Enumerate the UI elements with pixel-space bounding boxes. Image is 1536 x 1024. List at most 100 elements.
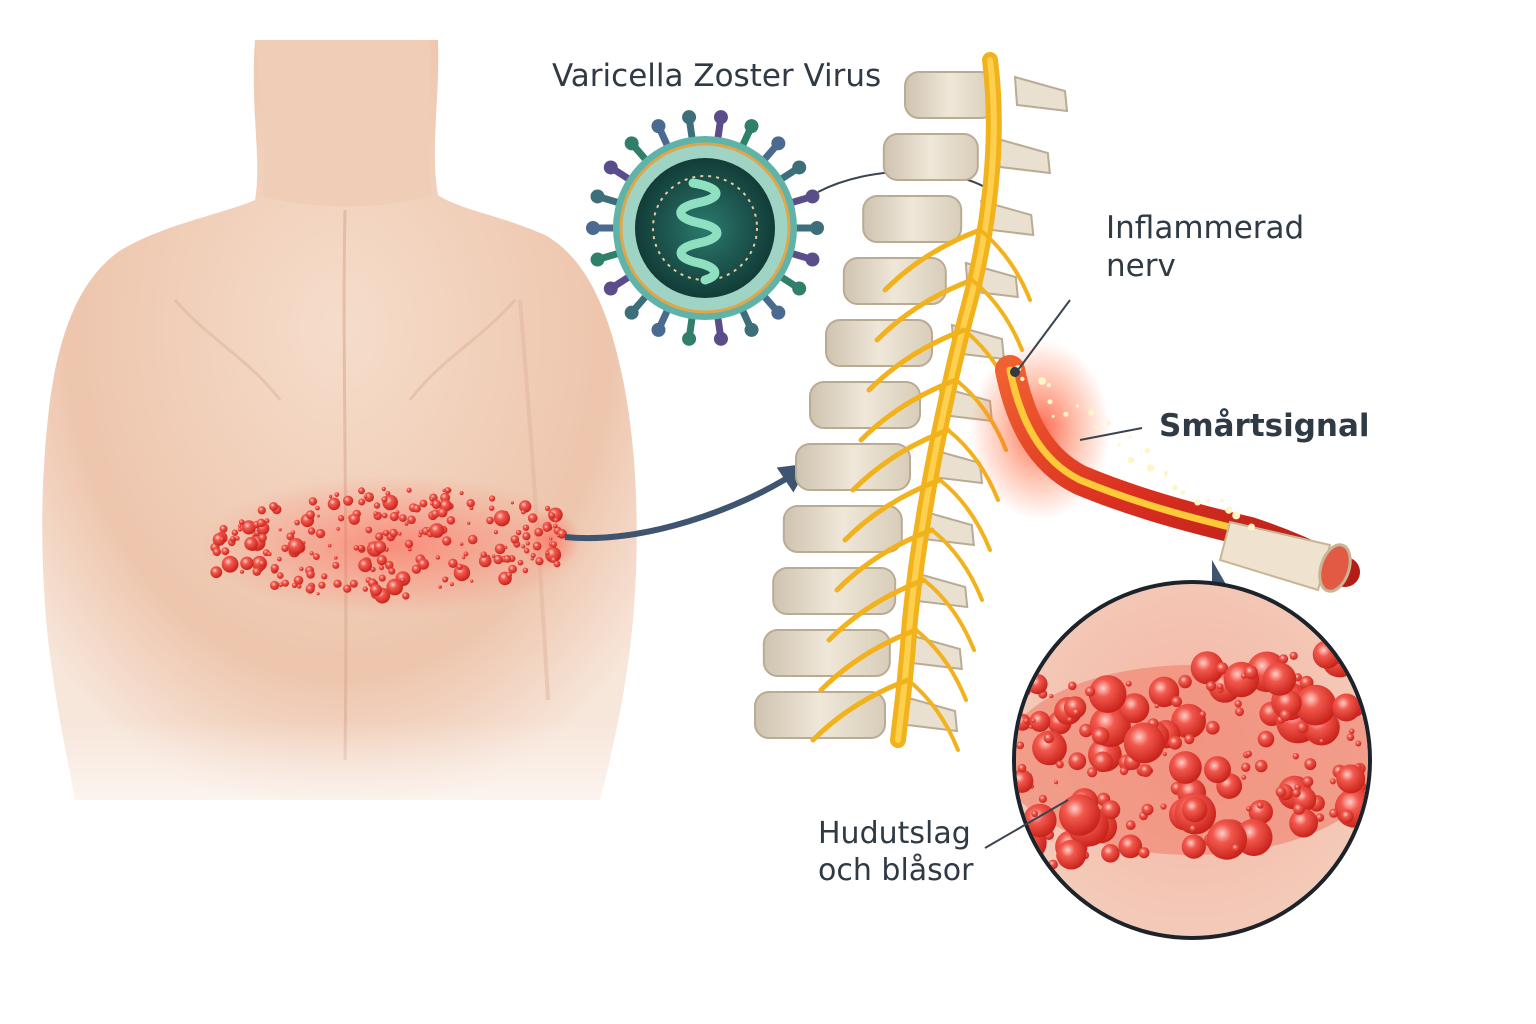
zoom-blister bbox=[1028, 724, 1033, 729]
rash-blister bbox=[373, 502, 381, 509]
rash-blister bbox=[376, 555, 387, 566]
zoom-blister bbox=[1168, 735, 1182, 750]
rash-blister bbox=[353, 545, 360, 551]
zoom-blister bbox=[1088, 675, 1127, 713]
pain-sparkle bbox=[1093, 424, 1098, 430]
rash-blister bbox=[296, 584, 302, 589]
rash-blister bbox=[542, 523, 551, 532]
zoom-blister bbox=[1063, 696, 1087, 719]
virus-spike-tip bbox=[805, 189, 820, 204]
rash-blister bbox=[307, 527, 316, 535]
rash-blister bbox=[385, 491, 391, 496]
rash-blister bbox=[281, 544, 289, 552]
zoom-blister bbox=[1123, 722, 1165, 764]
zoom-blister bbox=[1067, 717, 1073, 723]
virus-spike-tip bbox=[713, 110, 728, 125]
zoom-blister bbox=[1017, 763, 1027, 773]
rash-blister bbox=[358, 498, 366, 506]
rash-blister bbox=[219, 537, 224, 542]
virus-spike-tip bbox=[805, 252, 820, 267]
zoom-blister bbox=[1029, 710, 1051, 732]
rash-blister bbox=[343, 584, 352, 593]
virus-label-text: Varicella Zoster Virus bbox=[552, 58, 882, 94]
zoom-blister bbox=[1329, 808, 1339, 818]
zoom-blister bbox=[1329, 778, 1336, 785]
nerve-branch bbox=[874, 277, 975, 343]
pain-sparkle bbox=[1063, 411, 1069, 417]
zoom-blister bbox=[1204, 756, 1231, 784]
rash-blister bbox=[386, 578, 404, 596]
zoom-blister bbox=[1275, 786, 1287, 798]
zoom-blister bbox=[1016, 741, 1025, 750]
virus-spike-tip bbox=[590, 252, 605, 267]
zoom-blister bbox=[1119, 693, 1150, 724]
nerve-branch bbox=[978, 228, 1032, 302]
rash-blister bbox=[299, 566, 304, 571]
pain-sparkle bbox=[1047, 399, 1053, 405]
inflamed-nerve-label: Inflammerad nerv bbox=[1106, 210, 1304, 286]
rash-blister bbox=[332, 561, 340, 569]
rash-blister bbox=[553, 517, 559, 523]
rash-blister bbox=[456, 563, 463, 570]
rash-blister bbox=[399, 514, 407, 522]
zoom-blister bbox=[1349, 728, 1355, 735]
rash-blister bbox=[235, 536, 240, 541]
rash-blister bbox=[257, 506, 266, 515]
rash-blister bbox=[522, 524, 530, 531]
rash-blister bbox=[419, 499, 428, 508]
rash-blister bbox=[258, 559, 266, 567]
zoom-blister bbox=[1058, 794, 1101, 836]
back-rash bbox=[200, 475, 590, 615]
nerve-branch bbox=[922, 578, 976, 652]
zoom-blister bbox=[1245, 750, 1253, 757]
rash-blister bbox=[442, 536, 452, 546]
pain-sparkle bbox=[1194, 499, 1201, 506]
rash-blister bbox=[368, 547, 372, 551]
rash-blister bbox=[407, 515, 416, 525]
rash-blister bbox=[327, 497, 341, 511]
rash-blister bbox=[231, 529, 239, 536]
zoom-blister bbox=[1119, 767, 1128, 776]
rash-blister bbox=[544, 505, 551, 511]
zoom-blister bbox=[1355, 740, 1362, 747]
rash-blister bbox=[508, 564, 517, 574]
zoom-blister bbox=[1087, 767, 1098, 778]
zoom-blister bbox=[1085, 686, 1096, 697]
zoom-blister bbox=[1279, 709, 1292, 722]
pain-sparkle bbox=[1106, 420, 1112, 426]
vertebra-body bbox=[762, 629, 891, 677]
rash-blister bbox=[489, 505, 495, 511]
rash-blister bbox=[258, 533, 267, 543]
rash-blister bbox=[400, 577, 406, 583]
rash-blister bbox=[521, 509, 526, 515]
rash-blister bbox=[384, 560, 394, 570]
nerve-branch bbox=[970, 278, 1024, 352]
rash-blister bbox=[493, 554, 503, 565]
rash-blister bbox=[267, 551, 272, 557]
human-back-icon bbox=[30, 40, 670, 860]
rash-blister bbox=[383, 529, 390, 537]
rash-blister bbox=[489, 495, 496, 502]
rash-blister bbox=[230, 535, 236, 542]
virus-spike-tip bbox=[603, 160, 618, 175]
rash-blister bbox=[480, 551, 487, 558]
zoom-blister bbox=[1032, 730, 1067, 766]
zoom-blister bbox=[1199, 710, 1206, 718]
nerve-branch bbox=[914, 628, 968, 702]
rash-blister bbox=[449, 582, 454, 587]
virus-spike-tip bbox=[651, 322, 666, 337]
nerve-branch bbox=[906, 678, 960, 752]
zoom-blister bbox=[1171, 696, 1183, 708]
rash-blister bbox=[333, 579, 342, 588]
zoom-blister bbox=[1248, 799, 1274, 825]
zoom-blister bbox=[1054, 780, 1059, 785]
rash-blister bbox=[305, 510, 315, 520]
zoom-blister bbox=[1154, 703, 1160, 709]
rash-blister bbox=[269, 502, 278, 511]
rash-label-line2: och blåsor bbox=[818, 852, 974, 888]
virus-spike-tip bbox=[713, 331, 728, 346]
pain-sparkle bbox=[1163, 470, 1169, 476]
rash-blister bbox=[515, 529, 522, 536]
pain-sparkle bbox=[1232, 511, 1241, 520]
rash-blister bbox=[430, 497, 434, 501]
